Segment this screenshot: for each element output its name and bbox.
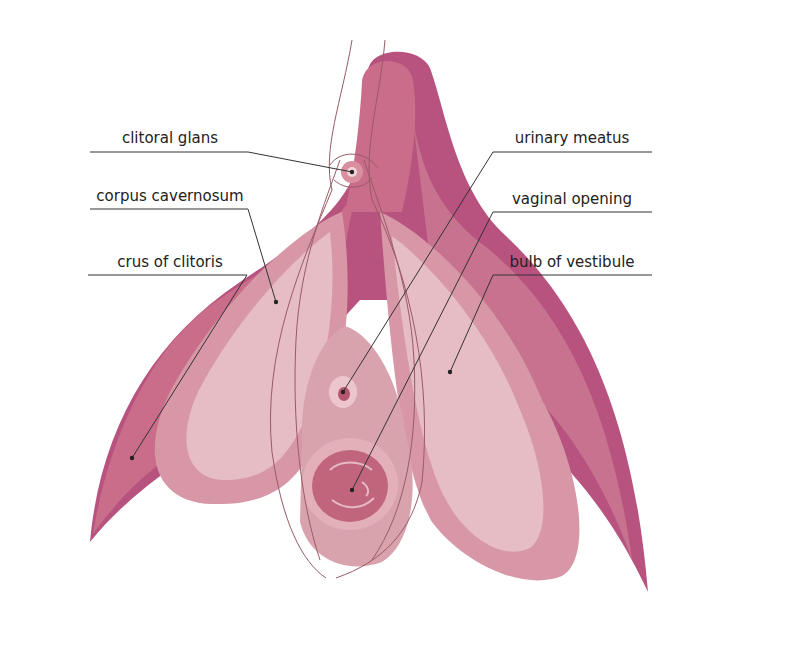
leader-dot [341,390,345,394]
leader-line [343,152,652,392]
leader-line [88,275,247,458]
glans-inner [347,167,357,177]
hood-outline [330,154,378,187]
part-label: corpus cavernosum [70,187,270,205]
leader-dot [130,456,134,460]
leader-dot [350,488,354,492]
leader-line [90,152,352,172]
part-label: crus of clitoris [70,253,270,271]
leader-dot [350,170,354,174]
leader-dot [274,300,278,304]
outline [336,40,425,578]
vaginal-folds [330,463,374,508]
vestibule-area [300,326,413,566]
leader-dot [448,370,452,374]
shaft-light [345,61,415,212]
urinary-meatus-opening [338,387,350,401]
part-label: clitoral glans [70,129,270,147]
part-label: urinary meatus [472,129,672,147]
part-label: vaginal opening [472,190,672,208]
leader-line [450,275,652,372]
glans-outer [341,161,363,183]
glans [341,161,363,183]
outline [364,160,415,560]
outline [295,160,340,560]
vaginal-opening-rim [302,438,398,530]
urinary-meatus-rim [329,376,357,408]
part-label: bulb of vestibule [472,253,672,271]
vaginal-opening [312,450,388,522]
leader-dots [130,170,452,492]
vestibule [300,326,413,566]
outline [270,40,352,578]
labia-outlines [270,40,424,578]
